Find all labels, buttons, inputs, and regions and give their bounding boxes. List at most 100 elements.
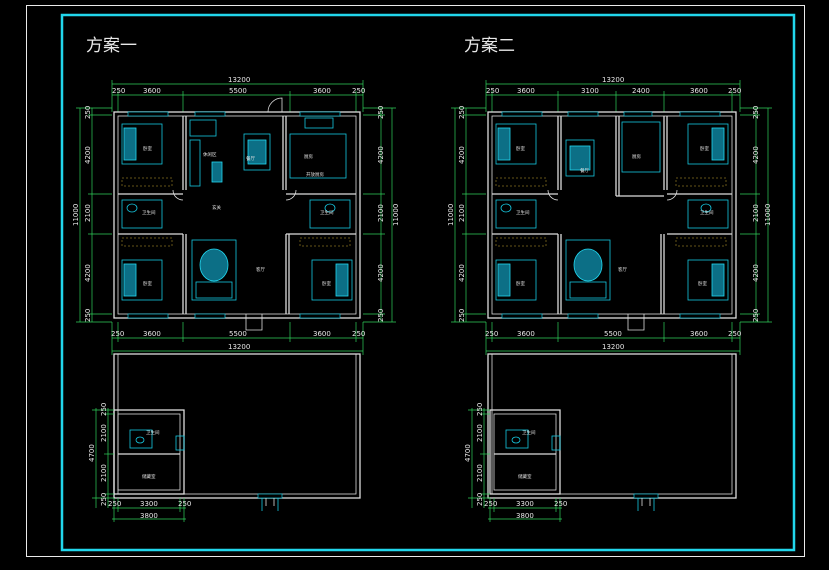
svg-text:250: 250 bbox=[100, 493, 108, 506]
scheme1-room-kitchen: 厨房 bbox=[304, 153, 313, 160]
svg-text:2100: 2100 bbox=[377, 204, 385, 222]
svg-text:250: 250 bbox=[84, 106, 92, 119]
scheme1-annex-storage: 储藏室 bbox=[142, 473, 156, 480]
svg-text:4200: 4200 bbox=[377, 264, 385, 282]
scheme2-room-bed-bl: 卧室 bbox=[516, 280, 525, 287]
svg-text:250: 250 bbox=[178, 500, 191, 508]
svg-text:250: 250 bbox=[752, 309, 760, 322]
svg-text:4700: 4700 bbox=[88, 444, 96, 462]
svg-text:250: 250 bbox=[84, 309, 92, 322]
scheme2-annex-bath: 卫生间 bbox=[522, 429, 536, 436]
scheme2-room-bed-br: 卧室 bbox=[698, 280, 707, 287]
scheme2-left-dimensions: 11000 250 4200 2100 4200 250 bbox=[447, 106, 486, 323]
scheme1-room-lounge: 休闲区 bbox=[203, 151, 217, 158]
svg-text:13200: 13200 bbox=[228, 76, 250, 84]
svg-text:4200: 4200 bbox=[458, 146, 466, 164]
svg-text:3800: 3800 bbox=[140, 512, 158, 520]
scheme1-room-living: 客厅 bbox=[256, 266, 265, 273]
svg-text:250: 250 bbox=[486, 87, 499, 95]
svg-text:250: 250 bbox=[111, 330, 124, 338]
svg-text:250: 250 bbox=[458, 106, 466, 119]
scheme2-yard bbox=[487, 353, 737, 511]
scheme1-title: 方案一 bbox=[86, 36, 137, 56]
svg-text:3600: 3600 bbox=[313, 330, 331, 338]
svg-text:3600: 3600 bbox=[690, 330, 708, 338]
scheme2-top-dimensions: 13200 250 3600 3100 2400 3600 250 bbox=[485, 76, 741, 112]
svg-text:2100: 2100 bbox=[100, 464, 108, 482]
svg-text:3300: 3300 bbox=[516, 500, 534, 508]
svg-text:4700: 4700 bbox=[464, 444, 472, 462]
scheme1-annex: 卫生间 储藏室 bbox=[113, 409, 185, 495]
scheme2-title: 方案二 bbox=[464, 36, 515, 56]
svg-text:250: 250 bbox=[554, 500, 567, 508]
svg-text:3300: 3300 bbox=[140, 500, 158, 508]
svg-text:4200: 4200 bbox=[752, 264, 760, 282]
svg-text:4200: 4200 bbox=[752, 146, 760, 164]
svg-text:4200: 4200 bbox=[84, 264, 92, 282]
svg-text:3800: 3800 bbox=[516, 512, 534, 520]
svg-text:3600: 3600 bbox=[143, 330, 161, 338]
svg-text:2100: 2100 bbox=[752, 204, 760, 222]
svg-text:250: 250 bbox=[377, 309, 385, 322]
inner-frame bbox=[60, 13, 796, 552]
svg-text:250: 250 bbox=[112, 87, 125, 95]
scheme1-room-kitchen-sub: 开放厨房 bbox=[306, 171, 324, 178]
svg-text:3600: 3600 bbox=[313, 87, 331, 95]
scheme2-annex: 卫生间 储藏室 bbox=[489, 409, 561, 495]
scheme1-room-bath-r: 卫生间 bbox=[320, 209, 334, 216]
scheme1-plan: 13200 250 3600 5500 3600 250 250 3600 55… bbox=[72, 76, 400, 522]
svg-text:250: 250 bbox=[476, 493, 484, 506]
svg-text:13200: 13200 bbox=[228, 343, 250, 351]
svg-text:250: 250 bbox=[752, 106, 760, 119]
scheme2-furniture bbox=[495, 121, 729, 301]
scheme2-room-bath-l: 卫生间 bbox=[516, 209, 530, 216]
svg-text:5500: 5500 bbox=[604, 330, 622, 338]
svg-text:3600: 3600 bbox=[690, 87, 708, 95]
svg-text:3600: 3600 bbox=[517, 87, 535, 95]
scheme1-room-dining: 餐厅 bbox=[246, 155, 255, 162]
scheme2-room-dining: 餐厅 bbox=[580, 167, 589, 174]
svg-text:4200: 4200 bbox=[458, 264, 466, 282]
scheme2-room-bed-tl: 卧室 bbox=[516, 145, 525, 152]
scheme2-right-dimensions: 11000 250 4200 2100 4200 250 bbox=[740, 106, 772, 323]
svg-text:13200: 13200 bbox=[602, 343, 624, 351]
svg-text:2100: 2100 bbox=[476, 464, 484, 482]
svg-text:2100: 2100 bbox=[100, 424, 108, 442]
outer-frame bbox=[26, 5, 805, 557]
svg-text:5500: 5500 bbox=[229, 87, 247, 95]
scheme2-walls bbox=[487, 111, 737, 331]
scheme1-annex-dimensions: 250 2100 2100 250 4700 250 3300 250 3800 bbox=[88, 403, 191, 522]
svg-text:2400: 2400 bbox=[632, 87, 650, 95]
svg-text:250: 250 bbox=[377, 106, 385, 119]
svg-text:250: 250 bbox=[458, 309, 466, 322]
svg-text:250: 250 bbox=[352, 87, 365, 95]
svg-text:250: 250 bbox=[476, 403, 484, 416]
scheme2-room-living: 客厅 bbox=[618, 266, 627, 273]
scheme2-room-kitchen: 厨房 bbox=[632, 153, 641, 160]
svg-text:2100: 2100 bbox=[458, 204, 466, 222]
scheme1-room-entry: 玄关 bbox=[212, 204, 221, 211]
scheme1-right-dimensions: 11000 250 4200 2100 4200 250 bbox=[363, 106, 400, 323]
scheme2-annex-storage: 储藏室 bbox=[518, 473, 532, 480]
scheme1-top-dimensions: 13200 250 3600 5500 3600 250 bbox=[111, 76, 365, 112]
svg-text:2100: 2100 bbox=[476, 424, 484, 442]
svg-text:250: 250 bbox=[728, 330, 741, 338]
svg-text:11000: 11000 bbox=[392, 204, 400, 226]
scheme1-room-bed-bl: 卧室 bbox=[143, 280, 152, 287]
scheme1-bottom-dimensions: 250 3600 5500 3600 250 13200 bbox=[111, 322, 365, 355]
svg-text:3600: 3600 bbox=[517, 330, 535, 338]
scheme2-annex-dimensions: 250 2100 2100 250 4700 250 3300 250 3800 bbox=[464, 403, 567, 522]
scheme1-furniture bbox=[121, 117, 353, 301]
svg-text:250: 250 bbox=[100, 403, 108, 416]
svg-text:4200: 4200 bbox=[377, 146, 385, 164]
scheme2-room-bath-r: 卫生间 bbox=[700, 209, 714, 216]
scheme1-room-bed-br: 卧室 bbox=[322, 280, 331, 287]
scheme1-room-bath-l: 卫生间 bbox=[142, 209, 156, 216]
scheme1-annex-bath: 卫生间 bbox=[146, 429, 160, 436]
svg-text:250: 250 bbox=[485, 330, 498, 338]
svg-text:250: 250 bbox=[484, 500, 497, 508]
scheme1-left-dimensions: 11000 250 4200 2100 4200 250 bbox=[72, 106, 112, 323]
svg-text:11000: 11000 bbox=[764, 204, 772, 226]
svg-text:250: 250 bbox=[108, 500, 121, 508]
